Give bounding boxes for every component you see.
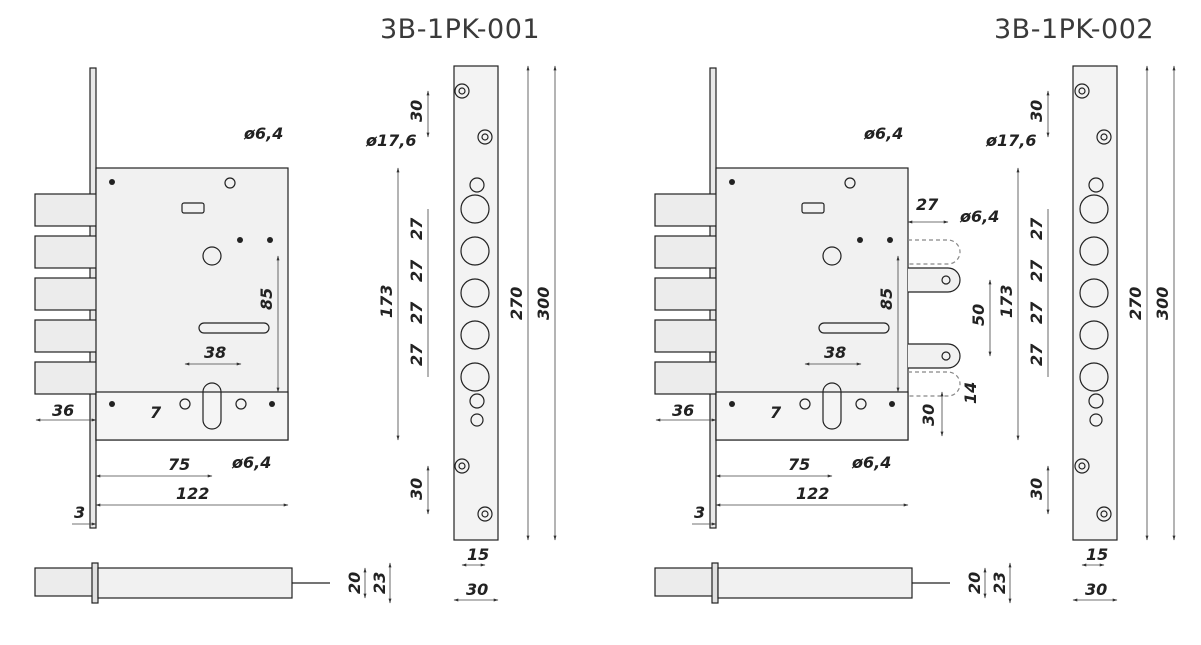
side-view-bolt-right xyxy=(654,567,716,597)
dimension-labels-right: ø6,4 ø17,6 36 7 38 75 ø6,4 122 3 85 173 … xyxy=(672,100,1172,599)
dim-faceplate-thickness: 3 xyxy=(694,503,705,522)
dim-hole-cyl: ø6,4 xyxy=(851,453,891,472)
dim-hook-bottom: 30 xyxy=(919,404,938,426)
cylinder-hole xyxy=(202,382,222,430)
dim-screw-bottom: 30 xyxy=(407,478,426,500)
dim-side-a: 20 xyxy=(345,572,364,594)
model-title-left: 3B-1PK-001 xyxy=(380,14,541,45)
dim-faceplate-length: 270 xyxy=(1126,287,1145,320)
dim-hook-hole: ø6,4 xyxy=(959,207,999,226)
dim-strike-inner: 15 xyxy=(1086,545,1108,564)
dim-bolt-offset: 36 xyxy=(672,401,694,420)
dim-hole-offset: 7 xyxy=(770,403,782,422)
dim-screw-top: 30 xyxy=(1027,100,1046,122)
dim-body-width: 122 xyxy=(176,484,209,503)
dim-side-b: 23 xyxy=(990,572,1009,594)
dim-body-height: 173 xyxy=(377,285,396,318)
side-view-bolt-left xyxy=(34,567,96,597)
rivets xyxy=(729,179,895,407)
dim-body-width: 122 xyxy=(796,484,829,503)
dim-strike-width: 30 xyxy=(466,580,488,599)
spindle-hole xyxy=(822,246,842,266)
dimension-lines-left xyxy=(35,65,557,604)
strike-plate-left xyxy=(453,65,499,541)
dim-backset: 75 xyxy=(788,455,810,474)
dimension-labels-left: ø6,4 ø17,6 36 7 38 75 ø6,4 122 3 85 173 … xyxy=(52,100,553,599)
dim-bolt-pitch-2: 27 xyxy=(407,259,426,282)
dim-bolt-pitch-1: 27 xyxy=(1027,217,1046,240)
dim-hook-offset: 27 xyxy=(916,195,939,214)
dim-bolt-pitch-3: 27 xyxy=(407,301,426,324)
dim-body-height: 173 xyxy=(997,285,1016,318)
dim-hole-small: ø6,4 xyxy=(243,124,283,143)
strike-holes-left xyxy=(454,83,493,522)
hole-left-cyl xyxy=(179,398,191,410)
hook-bottom xyxy=(908,343,961,369)
dim-screw-top: 30 xyxy=(407,100,426,122)
lock-body-band-left xyxy=(95,391,289,441)
dim-strike-inner: 15 xyxy=(467,545,489,564)
dim-strike-width: 30 xyxy=(1085,580,1107,599)
dim-strike-length: 300 xyxy=(1153,287,1172,320)
lock-body-band-right xyxy=(715,391,909,441)
dim-hole-large: ø17,6 xyxy=(985,131,1036,150)
hole-right-cyl xyxy=(855,398,867,410)
dim-hook-small: 14 xyxy=(961,382,980,404)
dim-bolt-pitch-2: 27 xyxy=(1027,259,1046,282)
dim-hook-spacing: 50 xyxy=(969,304,988,326)
dim-hole-large: ø17,6 xyxy=(365,131,416,150)
dim-strike-length: 300 xyxy=(534,287,553,320)
dimension-lines-right xyxy=(655,65,1176,604)
dim-screw-bottom: 30 xyxy=(1027,478,1046,500)
slot-top xyxy=(801,202,825,214)
dim-backset: 75 xyxy=(168,455,190,474)
hook-top xyxy=(908,267,961,293)
dim-faceplate-length: 270 xyxy=(507,287,526,320)
slot-long xyxy=(818,322,890,334)
dim-bolt-offset: 36 xyxy=(52,401,74,420)
slot-long xyxy=(198,322,270,334)
rivets xyxy=(109,179,275,407)
strike-plate-right xyxy=(1072,65,1118,541)
hole-left-cyl xyxy=(799,398,811,410)
dim-spindle-spacing: 38 xyxy=(824,343,846,362)
side-view-body-left xyxy=(97,567,293,599)
slot-top xyxy=(181,202,205,214)
dim-side-a: 20 xyxy=(965,572,984,594)
hole-small-top xyxy=(844,177,856,189)
side-view-plate-left xyxy=(91,562,99,604)
dim-hole-small: ø6,4 xyxy=(863,124,903,143)
side-view-plate-right xyxy=(711,562,719,604)
dim-hole-offset: 7 xyxy=(150,403,162,422)
cylinder-hole xyxy=(822,382,842,430)
dim-spindle-spacing: 38 xyxy=(204,343,226,362)
strike-holes-right xyxy=(1074,83,1112,522)
dim-centre-distance: 85 xyxy=(257,288,276,310)
dim-hole-cyl: ø6,4 xyxy=(231,453,271,472)
dim-bolt-pitch-3: 27 xyxy=(1027,301,1046,324)
dim-bolt-pitch-1: 27 xyxy=(407,217,426,240)
side-view-body-right xyxy=(717,567,913,599)
lock-drawing-left xyxy=(34,65,557,604)
dim-side-b: 23 xyxy=(370,572,389,594)
spindle-hole xyxy=(202,246,222,266)
dim-bolt-pitch-4: 27 xyxy=(1027,343,1046,366)
dim-bolt-pitch-4: 27 xyxy=(407,343,426,366)
dim-faceplate-thickness: 3 xyxy=(74,503,85,522)
hole-small-top xyxy=(224,177,236,189)
model-title-right: 3B-1PK-002 xyxy=(994,14,1155,45)
hole-right-cyl xyxy=(235,398,247,410)
lock-drawing-right xyxy=(654,65,1176,604)
dim-centre-distance: 85 xyxy=(877,288,896,310)
